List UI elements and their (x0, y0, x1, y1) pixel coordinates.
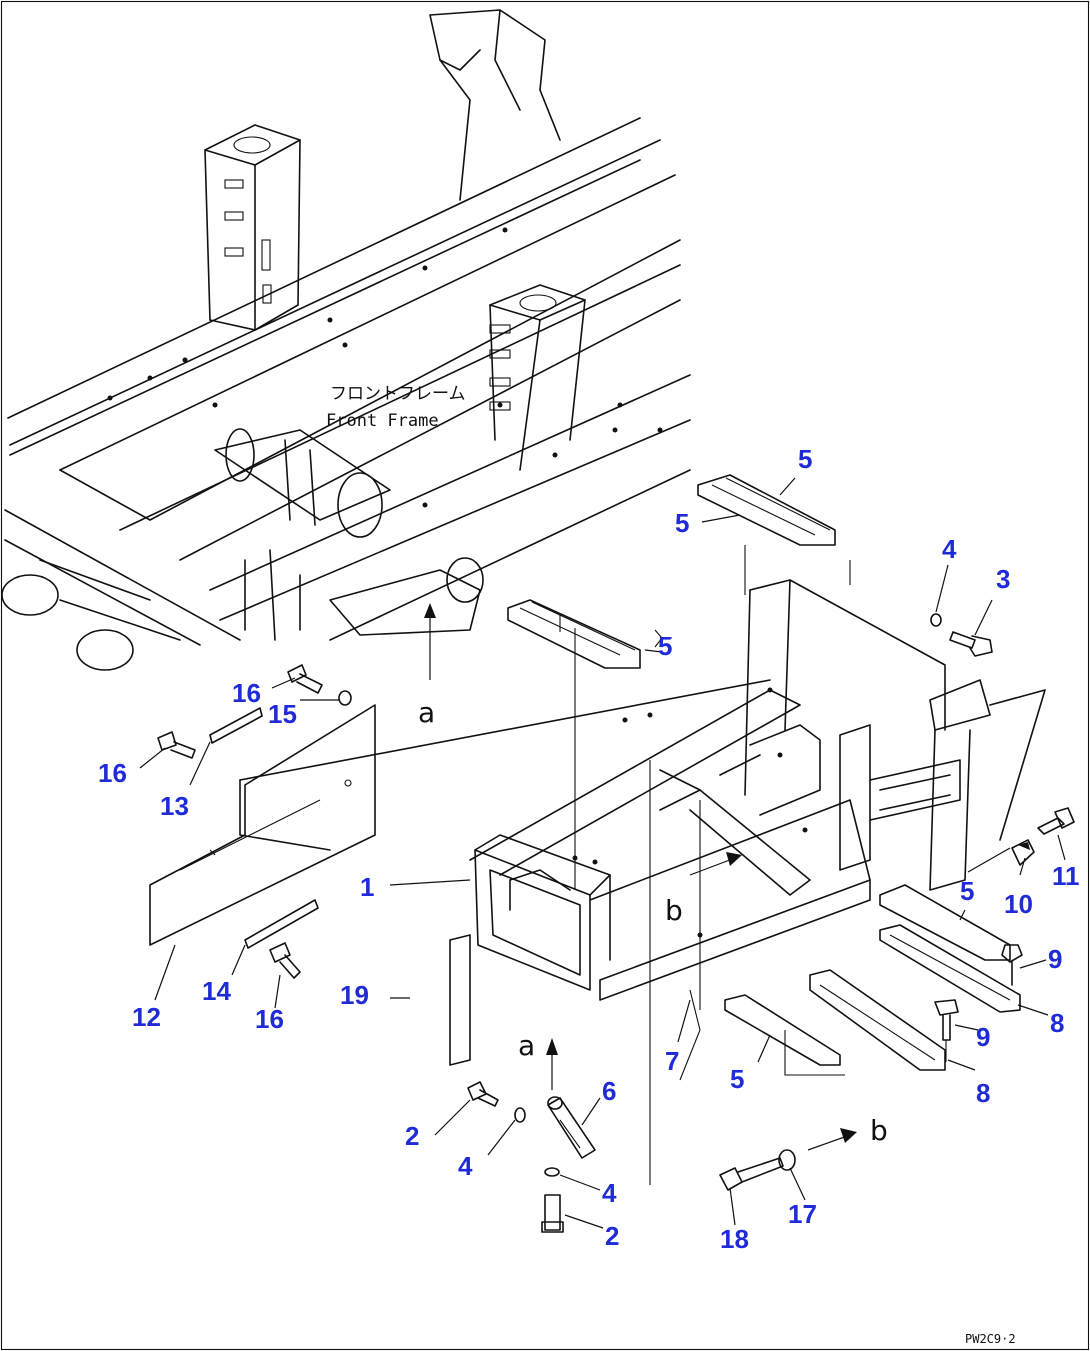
front-frame (1, 9, 691, 671)
part-3-bolt (949, 631, 993, 657)
part-15-washer (338, 690, 352, 706)
part-5-plate-right (879, 884, 1011, 961)
callout-leaders (139, 477, 1066, 1229)
callout-5-mid: 5 (658, 631, 672, 661)
part-5-plate-bottom (724, 994, 841, 1066)
main-assembly (239, 579, 1046, 1185)
callout-6: 6 (602, 1076, 616, 1106)
front-frame-label-jp: フロントフレーム (330, 384, 466, 404)
callout-7: 7 (665, 1046, 679, 1076)
part-11-bolt (1037, 807, 1075, 835)
part-10-clip (1011, 839, 1035, 866)
callout-2-upper: 2 (405, 1121, 419, 1151)
callout-3: 3 (996, 564, 1010, 594)
part-14-strip (244, 899, 319, 949)
callout-16-left: 16 (98, 758, 127, 788)
callout-5-right: 5 (960, 876, 974, 906)
callout-15: 15 (268, 699, 297, 729)
callout-9-upper: 9 (1048, 944, 1062, 974)
part-8-strip-upper (879, 924, 1021, 1013)
part-4-washer-left (514, 1107, 526, 1123)
view-b-arrow-upper (726, 852, 742, 866)
part-2-bolt-upper (467, 1081, 499, 1107)
part-9-bolt-lower (934, 999, 959, 1062)
part-16-bolt-left (157, 731, 196, 759)
callout-5-top: 5 (798, 444, 812, 474)
part-12-cover (149, 704, 376, 946)
part-4-washer-top (930, 613, 942, 627)
callout-10: 10 (1004, 889, 1033, 919)
callout-2-lower: 2 (605, 1221, 619, 1251)
part-16-bolt-bottom (269, 942, 301, 979)
callout-19: 19 (340, 980, 369, 1010)
part-19-post (449, 934, 471, 1066)
callout-1: 1 (360, 872, 374, 902)
part-5-plate-mid (507, 599, 641, 669)
part-16-bolt-top (287, 664, 323, 694)
callout-5-bottom: 5 (730, 1064, 744, 1094)
callout-13: 13 (160, 791, 189, 821)
callout-5-upper-left: 5 (675, 508, 689, 538)
view-b-label-lower: b (870, 1114, 888, 1147)
part-2-bolt-lower (541, 1194, 564, 1233)
view-a-arrow-lower (546, 1038, 558, 1055)
callout-16-top: 16 (232, 678, 261, 708)
callout-9-lower: 9 (976, 1022, 990, 1052)
part-13-strip (209, 707, 263, 744)
callout-11: 11 (1052, 861, 1080, 891)
part-5-plate-top (697, 474, 836, 546)
part-9-bolt-upper (1001, 944, 1023, 986)
callout-8-upper: 8 (1050, 1008, 1064, 1038)
callout-16-bottom: 16 (255, 1004, 284, 1034)
callout-14: 14 (202, 976, 231, 1006)
callout-4-left: 4 (458, 1151, 473, 1181)
view-a-label-lower: a (518, 1029, 535, 1062)
view-b-label-upper: b (665, 894, 683, 927)
part-18-bolt (719, 1157, 784, 1191)
callout-18: 18 (720, 1224, 749, 1254)
callout-17: 17 (788, 1199, 817, 1229)
part-17-nut (778, 1149, 796, 1171)
callout-numbers: 1 2 2 3 4 4 4 5 5 5 5 5 6 7 8 8 9 9 10 1… (98, 444, 1080, 1254)
part-4-washer-bottom (544, 1167, 560, 1177)
callout-8-lower: 8 (976, 1078, 990, 1108)
callout-4-top: 4 (942, 534, 957, 564)
front-frame-label-en: Front Frame (326, 411, 439, 431)
view-a-label-upper: a (418, 696, 435, 729)
part-8-strip-lower (809, 969, 946, 1071)
callout-12: 12 (132, 1002, 161, 1032)
part-6-link (547, 1096, 596, 1159)
view-b-arrow-lower (840, 1128, 857, 1143)
callout-4-bottom: 4 (602, 1178, 617, 1208)
drawing-code: PW2C9·2 (965, 1332, 1016, 1346)
